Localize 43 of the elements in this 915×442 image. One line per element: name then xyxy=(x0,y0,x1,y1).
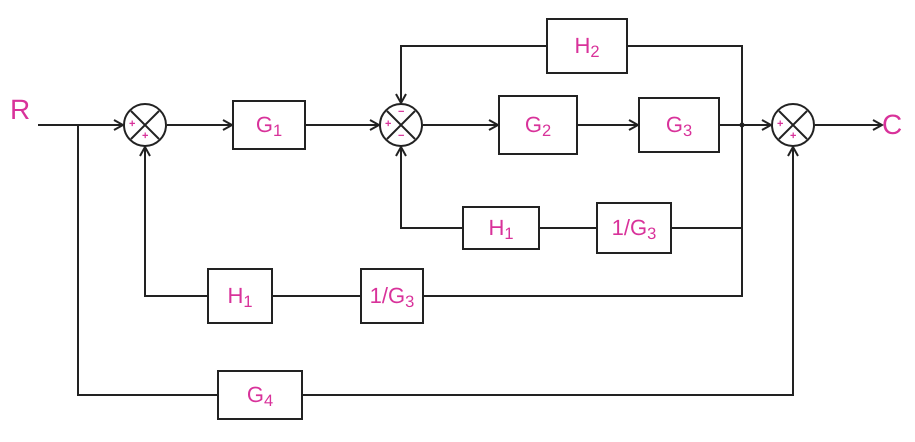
sign-label: − xyxy=(398,130,404,142)
sign-label: + xyxy=(142,130,148,142)
block-box xyxy=(232,100,306,150)
signal-arrow xyxy=(139,146,207,297)
transfer-function: G$_{3}$ xyxy=(666,113,692,137)
transfer-function: G$_{1}$ xyxy=(256,113,282,137)
block-box xyxy=(360,268,424,324)
transfer-function: 1/G$_{3}$ xyxy=(612,216,656,240)
transfer-function: G$_{2}$ xyxy=(524,113,552,137)
signal-label: C xyxy=(882,110,902,140)
signal-arrow xyxy=(395,45,546,104)
transfer-function: 1/G$_{3}$ xyxy=(370,284,414,308)
sign-label: + xyxy=(777,118,784,130)
signal-label: R xyxy=(10,95,30,125)
block-box xyxy=(638,97,720,153)
transfer-function: H$_{2}$ xyxy=(574,34,600,58)
block-box xyxy=(498,95,578,155)
transfer-function: G$_{4}$ xyxy=(246,383,274,407)
signal-line xyxy=(540,227,596,229)
signal-arrow xyxy=(167,119,233,131)
block-box xyxy=(462,206,540,250)
signal-arrow xyxy=(306,119,380,131)
summing-junction xyxy=(771,103,815,147)
sign-label: + xyxy=(129,118,136,130)
signal-arrow xyxy=(395,146,462,229)
signal-arrow xyxy=(815,119,883,131)
summing-junction xyxy=(379,103,423,147)
transfer-function: H$_{1}$ xyxy=(488,216,514,240)
signal-arrow xyxy=(303,146,799,396)
signal-arrow xyxy=(578,119,639,131)
block-box xyxy=(546,18,628,74)
sign-label: − xyxy=(398,106,404,118)
sign-label: + xyxy=(385,118,392,130)
block-box xyxy=(207,268,273,324)
signal-line xyxy=(424,124,743,297)
block-box xyxy=(217,370,303,420)
sign-label: + xyxy=(790,130,796,142)
signal-arrow xyxy=(423,119,499,131)
signal-line xyxy=(38,124,217,396)
summing-junction xyxy=(123,103,167,147)
signal-line xyxy=(273,295,360,297)
block-box xyxy=(596,202,672,254)
transfer-function: H$_{1}$ xyxy=(227,284,253,308)
